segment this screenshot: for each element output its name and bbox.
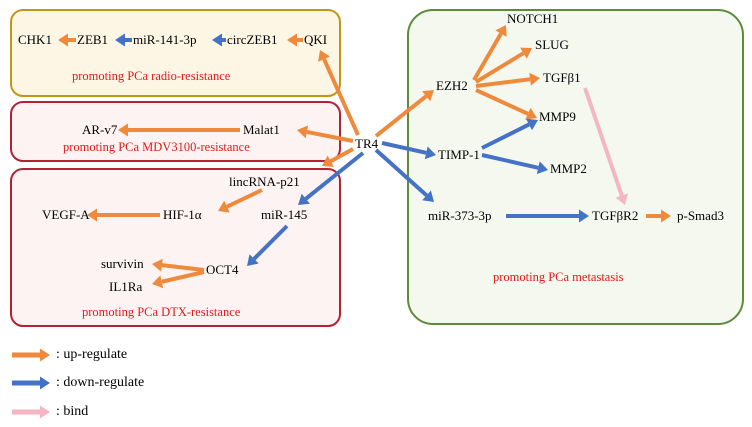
arrow-tgfb1-to-tgfbr2-head [615, 193, 628, 205]
node-tr4: TR4 [355, 136, 379, 151]
legend-bind-label: : bind [56, 404, 89, 419]
arrow-tr4-to-timp1 [381, 141, 427, 155]
arrow-tr4-to-ezh2 [374, 94, 428, 138]
arrow-tr4-to-malat1-head [297, 125, 309, 139]
arrow-zeb1-to-chk1-head [58, 33, 68, 47]
arrow-tr4-to-timp1-head [424, 146, 436, 160]
arrow-ezh2-to-notch1-head [495, 25, 507, 37]
legend-down-label: : down-regulate [56, 375, 145, 390]
group-label-mdv: promoting PCa MDV3100-resistance [63, 140, 250, 154]
arrow-tr4-to-mir373-head [422, 190, 434, 202]
legend-up-label: : up-regulate [56, 347, 128, 362]
group-label-radio: promoting PCa radio-resistance [72, 69, 231, 83]
arrow-ezh2-to-slug [474, 51, 525, 84]
legend-down-arrow-head [40, 376, 50, 390]
arrow-ezh2-to-notch1 [472, 32, 503, 82]
arrow-malat1-to-arv7-head [118, 123, 128, 137]
group-label-dtx: promoting PCa DTX-resistance [82, 305, 241, 319]
arrow-tr4-to-qki [322, 58, 360, 136]
node-il1ra: IL1Ra [109, 279, 143, 294]
arrow-timp1-to-mmp2-head [536, 161, 548, 175]
node-zeb1: ZEB1 [77, 32, 109, 47]
arrow-oct4-to-il1ra-head [152, 275, 164, 289]
arrow-tgfbr2-to-psmad3-head [661, 209, 671, 223]
arrow-oct4-to-survivin-head [152, 258, 163, 272]
group-dtx-resistance [10, 168, 341, 327]
node-mir145: miR-145 [261, 207, 308, 222]
arrow-qki-to-circzeb1-head [287, 33, 297, 47]
node-circzeb1: circZEB1 [227, 32, 278, 47]
arrow-ezh2-to-mmp9 [475, 88, 529, 116]
node-slug: SLUG [535, 37, 569, 52]
arrow-ezh2-to-slug-head [520, 47, 532, 59]
arrow-ezh2-to-mmp9-head [525, 107, 537, 120]
node-malat1: Malat1 [243, 122, 280, 137]
arrow-tr4-to-qki-head [318, 50, 330, 62]
node-qki: QKI [304, 32, 328, 47]
node-mmp2: MMP2 [550, 161, 587, 176]
node-tgfbr2: TGFβR2 [592, 208, 639, 223]
node-vegfa: VEGF-A [42, 207, 90, 222]
arrow-hif1a-to-vegfa-head [87, 208, 97, 222]
legend-bind-arrow-head [40, 405, 50, 419]
node-mir141: miR-141-3p [133, 32, 197, 47]
node-tgfb1: TGFβ1 [543, 70, 581, 85]
arrow-tr4-to-mir145-head [298, 193, 310, 205]
arrow-ezh2-to-tgfb1-head [529, 72, 540, 86]
arrow-oct4-to-il1ra [161, 270, 205, 284]
arrow-tr4-to-ezh2-head [422, 90, 434, 102]
group-label-metastasis: promoting PCa metastasis [493, 270, 624, 284]
node-chk1: CHK1 [18, 32, 52, 47]
arrow-mir141-to-zeb1-head [115, 33, 125, 47]
node-mir373: miR-373-3p [428, 208, 492, 223]
arrow-lincrna-to-hif1a [226, 188, 263, 209]
arrow-tr4-to-mir145 [304, 151, 365, 201]
group-radio-resistance [10, 9, 341, 97]
arrow-circzeb1-to-mir141-head [212, 33, 222, 47]
arrow-lincrna-to-hif1a-head [218, 200, 230, 213]
arrow-timp1-to-mmp9 [481, 122, 530, 150]
arrow-tr4-to-mir373 [374, 148, 428, 197]
arrow-oct4-to-survivin [161, 263, 205, 272]
legend-up-arrow-head [40, 348, 50, 362]
arrow-tgfb1-to-tgfbr2 [583, 87, 624, 197]
arrow-mir373-to-tgfbr2-head [579, 209, 589, 223]
node-ezh2: EZH2 [436, 78, 468, 93]
node-hif1a: HIF-1α [163, 207, 202, 222]
node-oct4: OCT4 [206, 262, 239, 277]
node-survivin: survivin [101, 256, 144, 271]
node-arv7: AR-v7 [82, 122, 118, 137]
node-psmad3: p-Smad3 [677, 208, 724, 223]
arrow-timp1-to-mmp2 [481, 153, 539, 170]
arrow-tr4-to-malat1 [306, 129, 354, 143]
arrow-timp1-to-mmp9-head [526, 118, 538, 131]
arrow-mir145-to-oct4-head [247, 254, 259, 266]
group-metastasis [407, 9, 744, 325]
arrow-tr4-to-dtx-box-head [322, 155, 334, 167]
node-mmp9: MMP9 [539, 109, 576, 124]
arrow-ezh2-to-tgfb1 [475, 77, 531, 88]
arrow-mir145-to-oct4 [252, 224, 289, 261]
node-notch1: NOTCH1 [507, 11, 559, 26]
node-timp1: TIMP-1 [438, 147, 480, 162]
arrow-tr4-to-dtx-box [329, 147, 354, 163]
node-lincrna-p21: lincRNA-p21 [229, 174, 300, 189]
